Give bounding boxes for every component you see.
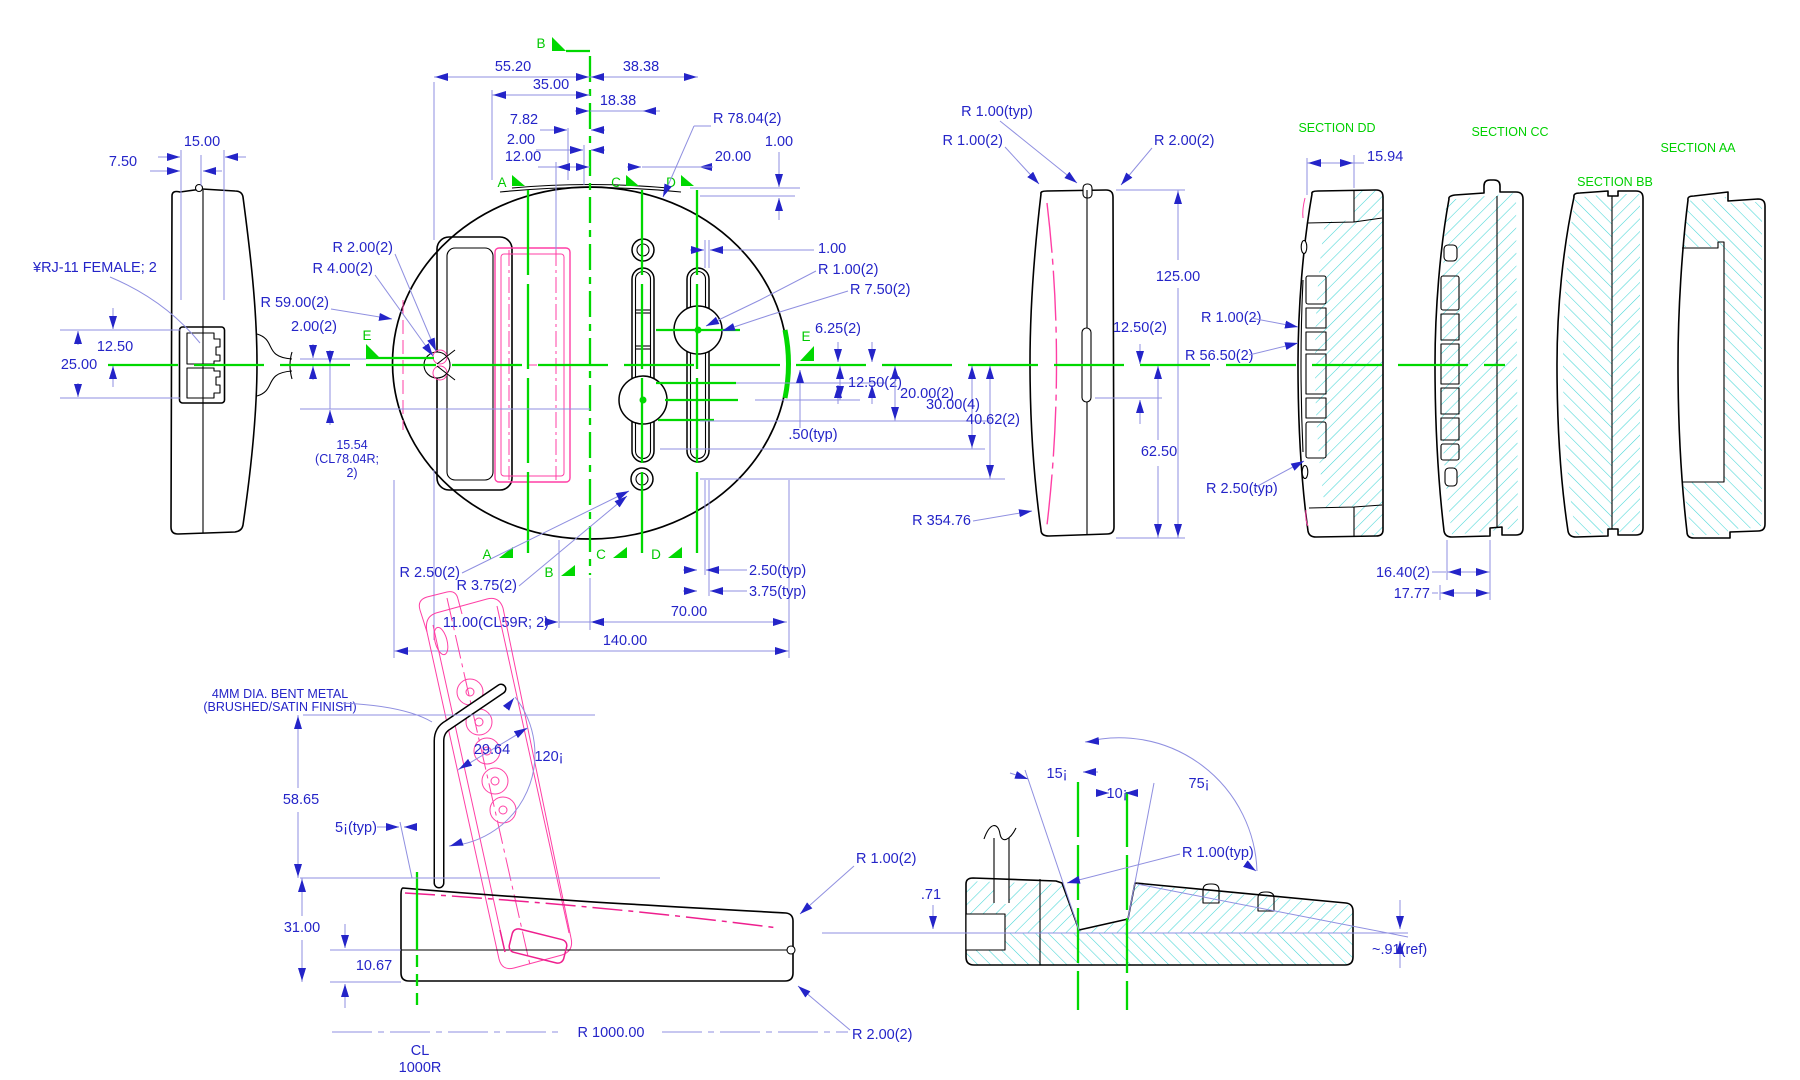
- r-1000: R 1000.00: [578, 1025, 645, 1041]
- dim-15deg: 15¡: [1047, 766, 1068, 782]
- dim-25-00: 25.00: [61, 357, 97, 373]
- cl-l2: 1000R: [399, 1060, 442, 1076]
- r-1-00-sec: R 1.00(2): [1201, 310, 1261, 326]
- flag-c-top: C: [611, 175, 621, 190]
- section-aa-title: SECTION AA: [1660, 141, 1736, 155]
- side-profile-view: 125.00 12.50(2) 62.50 R 354.76 R 1.00(ty…: [912, 104, 1214, 539]
- dim-16-40: 16.40(2): [1376, 565, 1430, 581]
- dim-29-64: 29.64: [474, 742, 510, 758]
- r-56-50: R 56.50(2): [1185, 348, 1254, 364]
- dim-15-94: 15.94: [1367, 149, 1403, 165]
- r-354-76: R 354.76: [912, 513, 971, 529]
- arm-note-l1: 4MM DIA. BENT METAL: [212, 687, 348, 701]
- r-1-00-typ-sv: R 1.00(typ): [961, 104, 1033, 120]
- base-section-view: 15¡ 10¡ 75¡ R 1.00(typ) .71 ~.91(ref): [822, 737, 1427, 1010]
- dim-15-54-l2: (CL78.04R;: [315, 452, 379, 466]
- r-1-00-sv: R 1.00(2): [943, 133, 1003, 149]
- dd-contact-strip: [1300, 275, 1327, 459]
- dim-40-62: 40.62(2): [966, 412, 1020, 428]
- section-bb-title: SECTION BB: [1577, 175, 1653, 189]
- flag-d-top: D: [666, 175, 676, 190]
- dim-1-00-right: 1.00: [818, 241, 846, 257]
- flag-b-top: B: [536, 36, 545, 51]
- dim-3-75-typ: 3.75(typ): [749, 584, 806, 600]
- r-59-00: R 59.00(2): [260, 295, 329, 311]
- r-78-04: R 78.04(2): [713, 111, 782, 127]
- dim-75deg: 75¡: [1189, 776, 1210, 792]
- dim-20-00-2: 20.00(2): [900, 386, 954, 402]
- section-callouts: R 1.00(2) R 56.50(2) R 2.50(typ): [1185, 310, 1305, 497]
- dim-2-00-e: 2.00(2): [291, 319, 337, 335]
- section-flags: A B C D A B C D E E: [362, 36, 814, 580]
- section-cc-title: SECTION CC: [1471, 125, 1548, 139]
- r-3-75: R 3.75(2): [457, 578, 517, 594]
- dim-12-00: 12.00: [505, 149, 541, 165]
- dim-10-67: 10.67: [356, 958, 392, 974]
- dim-70-00: 70.00: [671, 604, 707, 620]
- dim-35-00: 35.00: [533, 77, 569, 93]
- cl-l1: CL: [411, 1043, 430, 1059]
- dim-15-54-l3: 2): [346, 466, 357, 480]
- arm-side-view: 58.65 4MM DIA. BENT METAL (BRUSHED/SATIN…: [203, 591, 916, 1076]
- dim-12-50: 12.50: [97, 339, 133, 355]
- flag-a-top: A: [497, 175, 506, 190]
- flag-e-left: E: [362, 328, 371, 343]
- r-1-00-tv: R 1.00(2): [818, 262, 878, 278]
- left-profile-view: 15.00 7.50 12.50 25.00 ¥RJ-11 FEMALE; 2: [32, 134, 293, 535]
- arm-note-l2: (BRUSHED/SATIN FINISH): [203, 700, 356, 714]
- dim-17-77: 17.77: [1394, 586, 1430, 602]
- dim-55-20: 55.20: [495, 59, 531, 75]
- dim-5-typ: 5¡(typ): [335, 820, 377, 836]
- section-dd: 15.94 SECTION DD: [1297, 121, 1403, 538]
- flag-e-right: E: [801, 329, 810, 344]
- dim-31-00: 31.00: [284, 920, 320, 936]
- dim-15-54-l1: 15.54: [336, 438, 367, 452]
- dim-10deg: 10¡: [1107, 786, 1128, 802]
- r-1-00-arm: R 1.00(2): [856, 851, 916, 867]
- dim-30-00: 30.00(4): [926, 397, 980, 413]
- r-2-00-arm: R 2.00(2): [852, 1027, 912, 1043]
- r-7-50: R 7.50(2): [850, 282, 910, 298]
- dim-7-82: 7.82: [510, 112, 538, 128]
- dim-2-00: 2.00: [507, 132, 535, 148]
- rj11-note: ¥RJ-11 FEMALE; 2: [32, 260, 157, 276]
- dim-7-50: 7.50: [109, 154, 137, 170]
- section-bb: SECTION BB: [1556, 175, 1653, 538]
- r-1-00-typ-base: R 1.00(typ): [1182, 845, 1254, 861]
- dim-12-50-2: 12.50(2): [848, 375, 902, 391]
- section-cc: 16.40(2) 17.77 SECTION CC: [1376, 125, 1549, 602]
- section-aa: SECTION AA: [1660, 141, 1766, 539]
- dim-15-00: 15.00: [184, 134, 220, 150]
- dim-62-50: 62.50: [1141, 444, 1177, 460]
- r-2-00: R 2.00(2): [333, 240, 393, 256]
- section-dd-title: SECTION DD: [1298, 121, 1375, 135]
- r-2-50-typ: R 2.50(typ): [1206, 481, 1278, 497]
- flag-d-bottom: D: [651, 547, 661, 562]
- dim-11-00: 11.00(CL59R; 2): [443, 615, 549, 631]
- handset-in-base: [404, 892, 779, 964]
- dim-18-38: 18.38: [600, 93, 636, 109]
- dim-1-00-top: 1.00: [765, 134, 793, 150]
- r-2-00-sv: R 2.00(2): [1154, 133, 1214, 149]
- r-2-50: R 2.50(2): [400, 565, 460, 581]
- dim-140-00: 140.00: [603, 633, 647, 649]
- dim-58-65: 58.65: [283, 792, 319, 808]
- dim-38-38: 38.38: [623, 59, 659, 75]
- dim-50-typ: .50(typ): [788, 427, 837, 443]
- dim-6-25: 6.25(2): [815, 321, 861, 337]
- dim-71: .71: [921, 887, 941, 903]
- flag-c-bottom: C: [596, 547, 606, 562]
- dim-12-50-sv: 12.50(2): [1113, 320, 1167, 336]
- top-view: A B C D A B C D E E 55.20 38.38 35.00 18…: [260, 36, 1020, 658]
- flag-a-bottom: A: [482, 547, 491, 562]
- dim-120: 120¡: [534, 749, 563, 765]
- flag-b-bottom: B: [544, 565, 553, 580]
- dim-20-00: 20.00: [715, 149, 751, 165]
- r-4-00: R 4.00(2): [313, 261, 373, 277]
- dim-2-50-typ: 2.50(typ): [749, 563, 806, 579]
- dim-125-00: 125.00: [1156, 269, 1200, 285]
